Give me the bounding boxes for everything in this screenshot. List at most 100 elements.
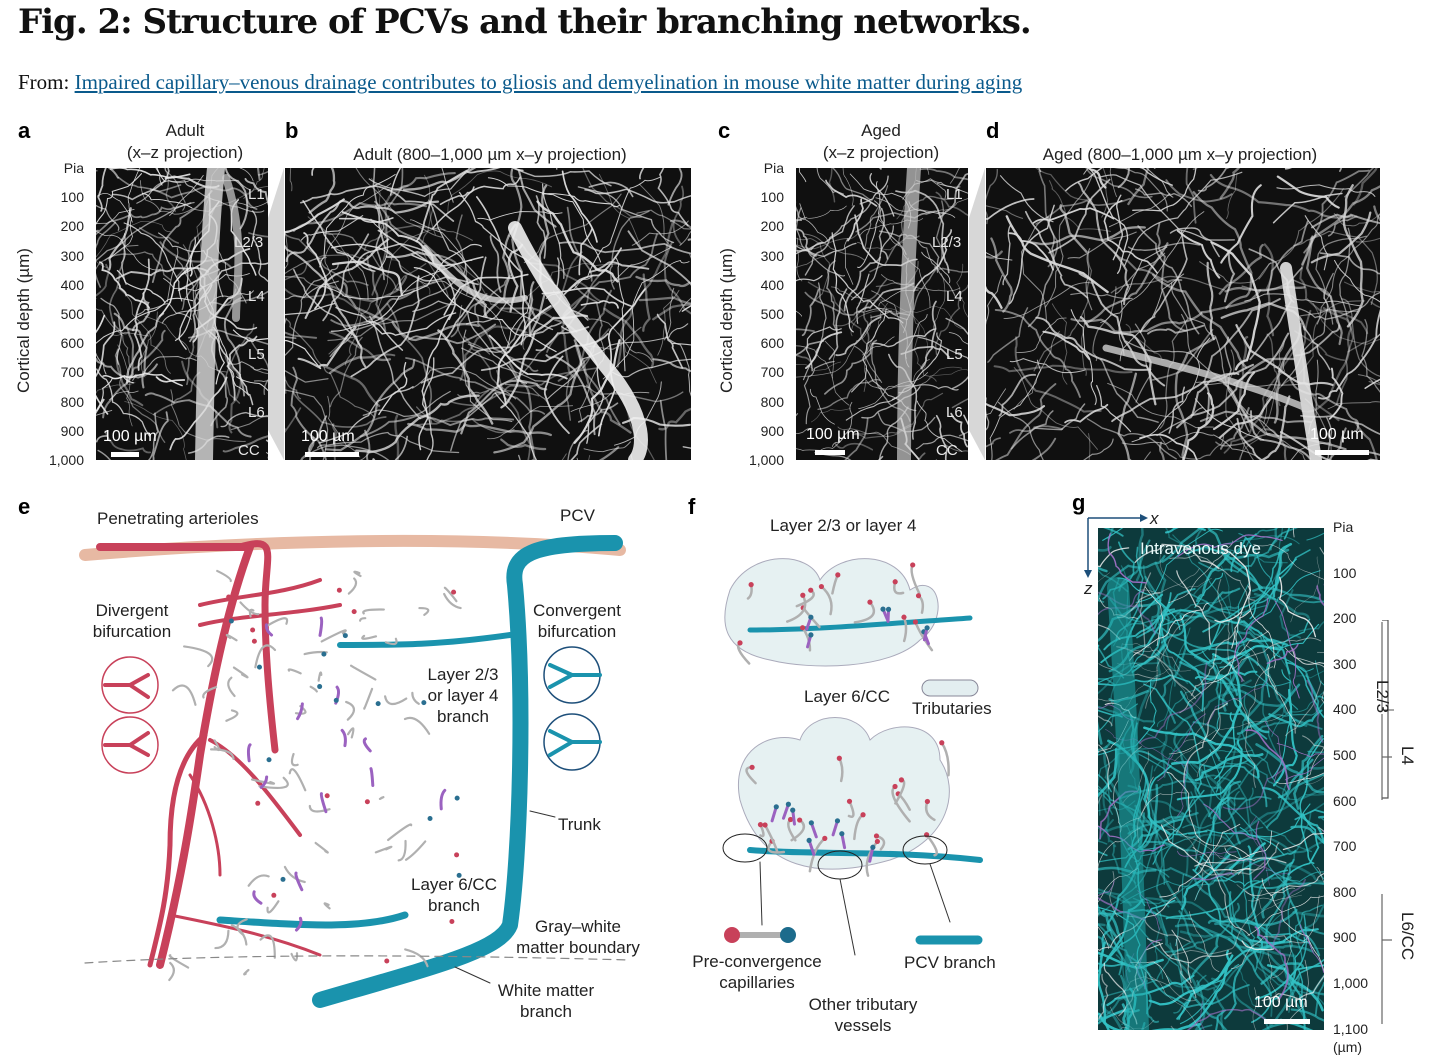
article-link[interactable]: Impaired capillary–venous drainage contr…	[74, 70, 1023, 94]
vessel-texture	[285, 233, 369, 286]
vessel-texture	[1278, 576, 1317, 638]
tributary-vessel	[246, 743, 252, 763]
vessel-texture	[1134, 964, 1197, 1026]
vessel-texture	[117, 344, 133, 427]
pre-convergence-node	[748, 582, 754, 588]
vessel-texture	[1118, 246, 1168, 356]
tributary-vessel	[318, 616, 324, 637]
convergence-node	[880, 606, 886, 612]
vessel-texture	[1248, 666, 1274, 731]
capillary	[290, 752, 299, 767]
vessel-texture	[1156, 406, 1204, 437]
vessel-texture	[372, 226, 473, 318]
vessel-texture	[1267, 951, 1280, 1004]
vessel-texture	[832, 168, 873, 201]
vessel-texture	[293, 268, 362, 348]
capillary	[323, 902, 331, 910]
vessel-texture	[1098, 705, 1155, 723]
vessel-texture	[1214, 712, 1236, 780]
vessel-texture	[1178, 910, 1209, 955]
cortical-layer-label: L2/3	[234, 234, 264, 251]
capillary	[227, 676, 236, 698]
pre-convergence-node	[892, 579, 898, 585]
vessel-texture	[292, 392, 387, 428]
vessel-texture	[1210, 241, 1261, 371]
vessel-texture	[1269, 528, 1278, 551]
vessel-texture	[862, 278, 888, 356]
vessel-texture	[1013, 367, 1098, 450]
vessel-texture	[796, 237, 803, 282]
vessel-node	[255, 800, 261, 806]
vessel-texture	[315, 231, 437, 293]
vessel-texture	[1263, 243, 1275, 337]
vessel-texture	[1179, 930, 1297, 958]
vessel-texture	[407, 422, 552, 437]
vessel-texture	[343, 282, 383, 321]
vessel-texture	[1327, 427, 1347, 460]
vessel-texture	[1085, 168, 1153, 199]
vessel-texture	[115, 348, 144, 407]
vessel-texture	[335, 306, 404, 351]
vessel-texture	[1139, 783, 1159, 850]
vessel-texture	[1328, 367, 1344, 420]
g-depth-tick: 1,100	[1333, 1020, 1369, 1037]
panel-e-schematic	[79, 534, 631, 1008]
vessel-texture	[944, 444, 968, 452]
vessel-texture	[796, 413, 799, 417]
leader-line	[929, 863, 951, 923]
vessel-texture	[170, 389, 246, 442]
vessel-texture	[220, 185, 268, 204]
vessel-texture	[1194, 670, 1258, 681]
vessel-texture	[849, 173, 912, 229]
vessel-texture	[1238, 533, 1275, 631]
vessel-texture	[935, 414, 949, 460]
scale-bar-d	[1315, 450, 1369, 455]
capillary	[266, 900, 280, 914]
vessel-texture	[598, 446, 620, 460]
vessel-texture	[369, 315, 421, 420]
depth-tick: 100	[760, 189, 784, 206]
vessel-texture	[1087, 433, 1091, 460]
panel-g-letter: g	[1072, 490, 1086, 515]
vessel-texture	[999, 175, 1054, 223]
depth-tick: 900	[60, 422, 84, 439]
vessel-texture	[1218, 759, 1290, 800]
vessel-texture	[1220, 565, 1232, 616]
vessel-texture	[1126, 616, 1186, 628]
capillary	[202, 686, 218, 699]
vessel-texture	[487, 177, 602, 263]
vessel-texture	[1299, 738, 1324, 865]
g-depth-tick: 500	[1333, 747, 1357, 763]
vessel-texture	[1101, 168, 1109, 218]
vessel-texture	[1176, 570, 1211, 645]
vessel-texture	[1214, 922, 1324, 996]
pre-convergence-node	[749, 764, 755, 770]
vessel-texture	[394, 414, 400, 460]
vessel-texture	[796, 436, 845, 451]
vessel-texture	[1261, 878, 1324, 973]
vessel-texture	[1176, 229, 1221, 279]
vessel-texture	[186, 329, 199, 386]
scale-label-g: 100 µm	[1254, 994, 1308, 1011]
vessel-texture	[1200, 862, 1265, 876]
vessel-texture	[308, 415, 328, 460]
cortical-layer-label: CC	[936, 442, 958, 459]
vessel-texture	[1314, 981, 1324, 1017]
cortical-layer-label: L4	[946, 288, 963, 305]
vessel-texture	[1297, 690, 1324, 784]
vessel-texture	[1292, 911, 1324, 918]
scale-label-d: 100 µm	[1310, 426, 1364, 443]
vessel-texture	[1098, 646, 1125, 679]
scale-bar-g	[1264, 1019, 1310, 1024]
depth-tick: 1,000	[48, 452, 84, 468]
vessel-texture	[1098, 904, 1118, 939]
depth-axis-label-a: Cortical depth (µm)	[14, 248, 33, 393]
vessel-texture	[844, 238, 854, 285]
vessel-texture	[1137, 753, 1175, 885]
vessel-texture	[547, 323, 689, 400]
vessel-texture	[915, 369, 968, 394]
capillary	[820, 585, 833, 616]
vessel-node	[342, 633, 348, 639]
vessel-texture	[635, 275, 691, 288]
vessel-texture	[1064, 403, 1109, 424]
